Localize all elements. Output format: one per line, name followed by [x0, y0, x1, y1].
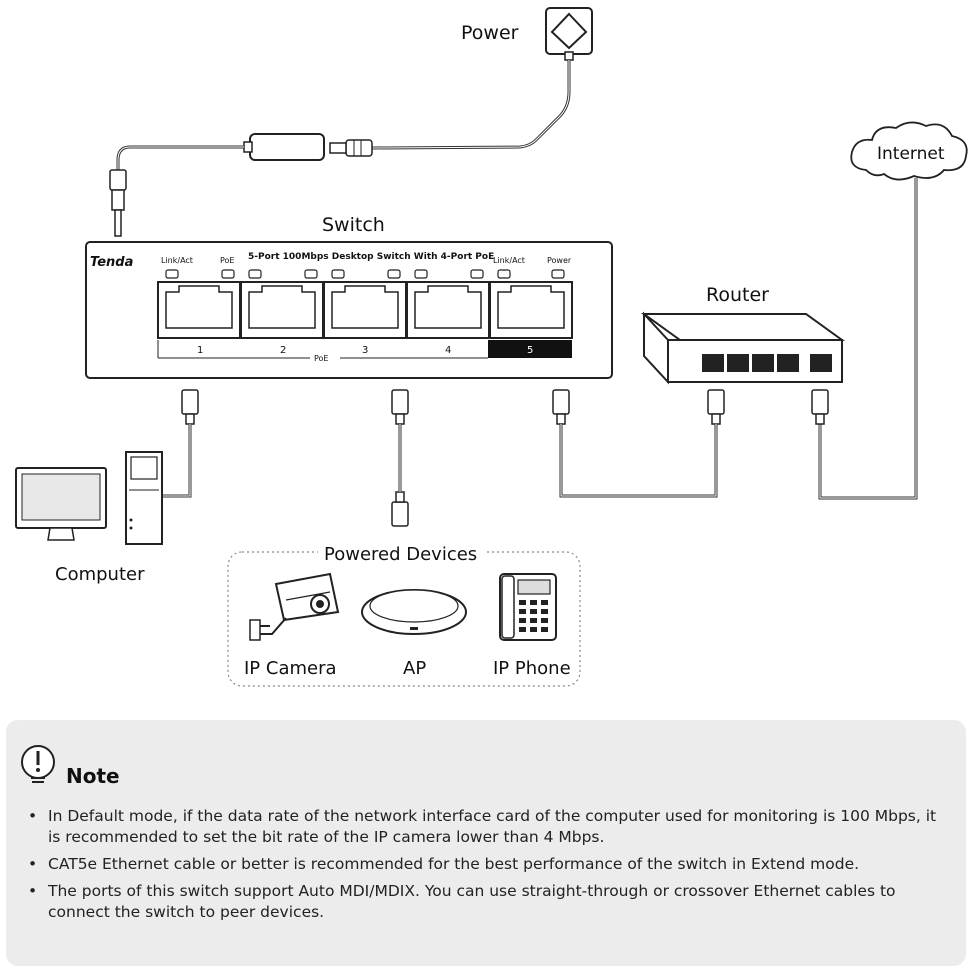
switch-label: Switch	[322, 214, 385, 236]
switch-port-3	[323, 281, 407, 339]
switch-port-5	[489, 281, 573, 339]
ip-camera-label: IP Camera	[244, 658, 337, 679]
note-item: In Default mode, if the data rate of the…	[28, 806, 948, 848]
switch-leds	[165, 269, 565, 279]
switch-model: 5-Port 100Mbps Desktop Switch With 4-Por…	[248, 252, 494, 262]
power-cable	[371, 60, 571, 150]
power-label: Power	[461, 22, 519, 44]
poe-bar-label: PoE	[314, 354, 329, 363]
port-5-label-bg	[488, 340, 572, 358]
port-number-1: 1	[197, 345, 203, 356]
switch-port-1	[157, 281, 241, 339]
port-number-5: 5	[527, 345, 533, 356]
switch-link-act-left: Link/Act	[161, 256, 193, 265]
switch-port-2	[240, 281, 324, 339]
ip-phone-label: IP Phone	[493, 658, 571, 679]
dc-cable	[116, 145, 244, 186]
port-number-3: 3	[362, 345, 368, 356]
power-adapter-icon	[243, 133, 325, 161]
router-label: Router	[706, 284, 769, 306]
switch-link-act-right: Link/Act	[493, 256, 525, 265]
note-warning-icon	[21, 745, 55, 783]
note-title: Note	[66, 764, 120, 788]
ethernet-cables	[162, 424, 718, 498]
note-item: The ports of this switch support Auto MD…	[28, 881, 948, 923]
computer-icon	[15, 451, 163, 545]
ap-icon	[361, 589, 467, 635]
switch-brand: Tenda	[90, 255, 133, 270]
power-plug-icon	[329, 139, 373, 157]
router-device	[640, 311, 846, 385]
ip-phone-icon	[499, 573, 557, 641]
note-list: In Default mode, if the data rate of the…	[28, 806, 948, 929]
internet-label: Internet	[877, 144, 945, 164]
internet-cloud-icon	[850, 121, 968, 181]
switch-device: Tenda Link/Act PoE 5-Port 100Mbps Deskto…	[85, 241, 613, 379]
dc-plug-icon	[109, 169, 127, 237]
computer-label: Computer	[55, 564, 145, 585]
switch-power-label: Power	[547, 256, 572, 265]
powered-devices-label: Powered Devices	[324, 544, 477, 565]
port-number-4: 4	[445, 345, 451, 356]
switch-poe-label: PoE	[220, 256, 235, 265]
note-header: Note	[18, 742, 120, 788]
power-outlet-icon	[545, 7, 593, 61]
rj45-connectors	[181, 389, 829, 527]
note-item: CAT5e Ethernet cable or better is recomm…	[28, 854, 948, 875]
switch-port-4	[406, 281, 490, 339]
network-diagram: Power Internet Switch Tenda Link/Act PoE…	[15, 7, 968, 687]
ap-label: AP	[403, 658, 426, 679]
ip-camera-icon	[249, 572, 340, 641]
port-number-2: 2	[280, 345, 286, 356]
